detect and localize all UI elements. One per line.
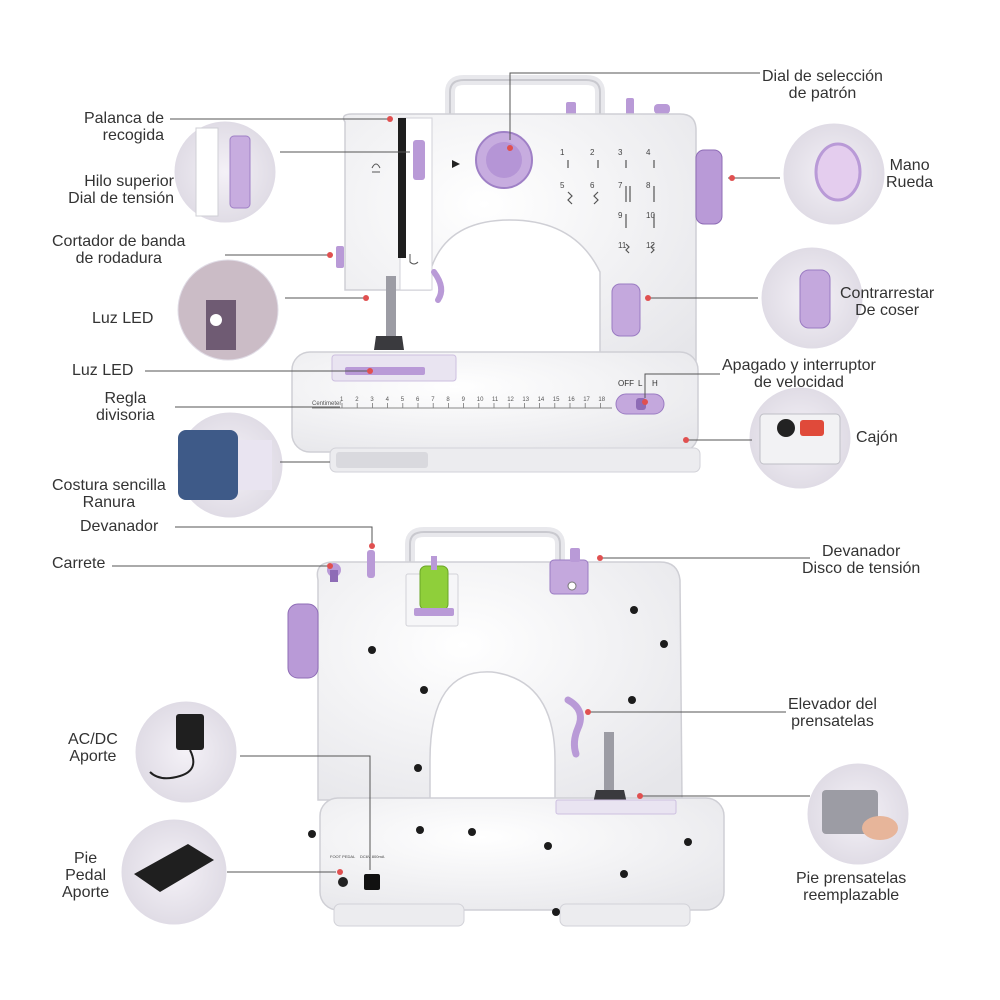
ruler-tick-label: 9 <box>462 397 466 403</box>
stitch-number: 5 <box>560 181 565 190</box>
ruler-tick-label: 10 <box>477 397 484 403</box>
switch-label-off: OFF <box>618 379 634 388</box>
detail-seam-slot <box>177 412 283 518</box>
stitch-number: 10 <box>646 211 655 220</box>
detail-led-light <box>177 259 279 361</box>
detail-tension-dial <box>174 121 276 223</box>
bobbin-winder-pin[interactable] <box>367 550 375 578</box>
ruler-tick-label: 2 <box>355 397 359 403</box>
carry-handle <box>445 75 605 123</box>
ruler-tick-label: 5 <box>401 397 405 403</box>
ruler-tick-label: 4 <box>386 397 390 403</box>
dc-power-port[interactable] <box>364 874 380 890</box>
hand-wheel-rear[interactable] <box>287 603 319 679</box>
leader-lines <box>112 72 810 873</box>
stitch-number: 1 <box>560 148 565 157</box>
ruler-tick-label: 14 <box>538 397 545 403</box>
switch-label-low: L <box>638 379 643 388</box>
ruler-tick-label: 12 <box>507 397 514 403</box>
label-led-light-1: Luz LED <box>92 310 154 327</box>
ruler-tick-label: 18 <box>598 397 605 403</box>
detail-reverse-button <box>761 247 863 349</box>
reverse-sewing-button[interactable] <box>611 283 641 337</box>
foot-pedal-port[interactable] <box>338 877 348 887</box>
stitch-number: 2 <box>590 148 595 157</box>
label-spool: Carrete <box>52 555 106 572</box>
ruler-tick-label: 17 <box>583 397 590 403</box>
ruler-tick-label: 8 <box>446 397 450 403</box>
ruler-tick-label: 6 <box>416 397 420 403</box>
ruler-tick-label: 3 <box>370 397 374 403</box>
detail-adapter <box>135 701 237 803</box>
stitch-number: 8 <box>646 181 651 190</box>
stitch-number: 7 <box>618 181 623 190</box>
detail-foot-pedal <box>121 819 227 925</box>
thread-spool <box>419 565 449 611</box>
detail-photos <box>121 121 909 925</box>
winder-tension-disc[interactable] <box>549 559 589 595</box>
ruler-label: Centimeter <box>312 401 341 407</box>
detail-drawer <box>749 387 851 489</box>
label-led-light-2: Luz LED <box>72 362 134 379</box>
stitch-number: 9 <box>618 211 623 220</box>
switch-label-high: H <box>652 379 658 388</box>
stitch-number: 6 <box>590 181 595 190</box>
label-bobbin-winder: Devanador <box>80 518 159 535</box>
bottom-machine: FOOT PEDAL DC6V 800mA <box>287 527 725 927</box>
bottom-machine-body <box>316 561 683 801</box>
stitch-chart: 1 2 3 4 5 6 7 8 9 10 11 12 <box>560 148 655 250</box>
ruler-tick-label: 1 <box>340 397 344 403</box>
presser-foot-lifter[interactable] <box>564 696 584 758</box>
ruler-tick-label: 11 <box>492 397 499 403</box>
stitch-number: 3 <box>618 148 623 157</box>
stitch-number: 12 <box>646 241 655 250</box>
stitch-number: 11 <box>618 241 627 250</box>
stitch-number: 4 <box>646 148 651 157</box>
ruler-tick-label: 7 <box>431 397 435 403</box>
top-machine: 1 2 3 4 5 6 7 8 9 10 11 12 OFF L H <box>291 75 723 473</box>
hand-wheel[interactable] <box>695 149 723 225</box>
label-drawer: Cajón <box>856 429 898 446</box>
ruler-tick-label: 15 <box>553 397 560 403</box>
ruler-tick-label: 16 <box>568 397 575 403</box>
detail-hand-wheel <box>783 123 885 225</box>
leader-dots <box>327 116 735 875</box>
port-label-pedal: FOOT PEDAL <box>330 854 356 859</box>
bottom-machine-base <box>319 797 725 911</box>
screw-holes <box>308 606 692 916</box>
port-label-dc: DC6V 800mA <box>360 854 385 859</box>
detail-presser-foot <box>807 763 909 865</box>
ruler-tick-label: 13 <box>522 397 529 403</box>
